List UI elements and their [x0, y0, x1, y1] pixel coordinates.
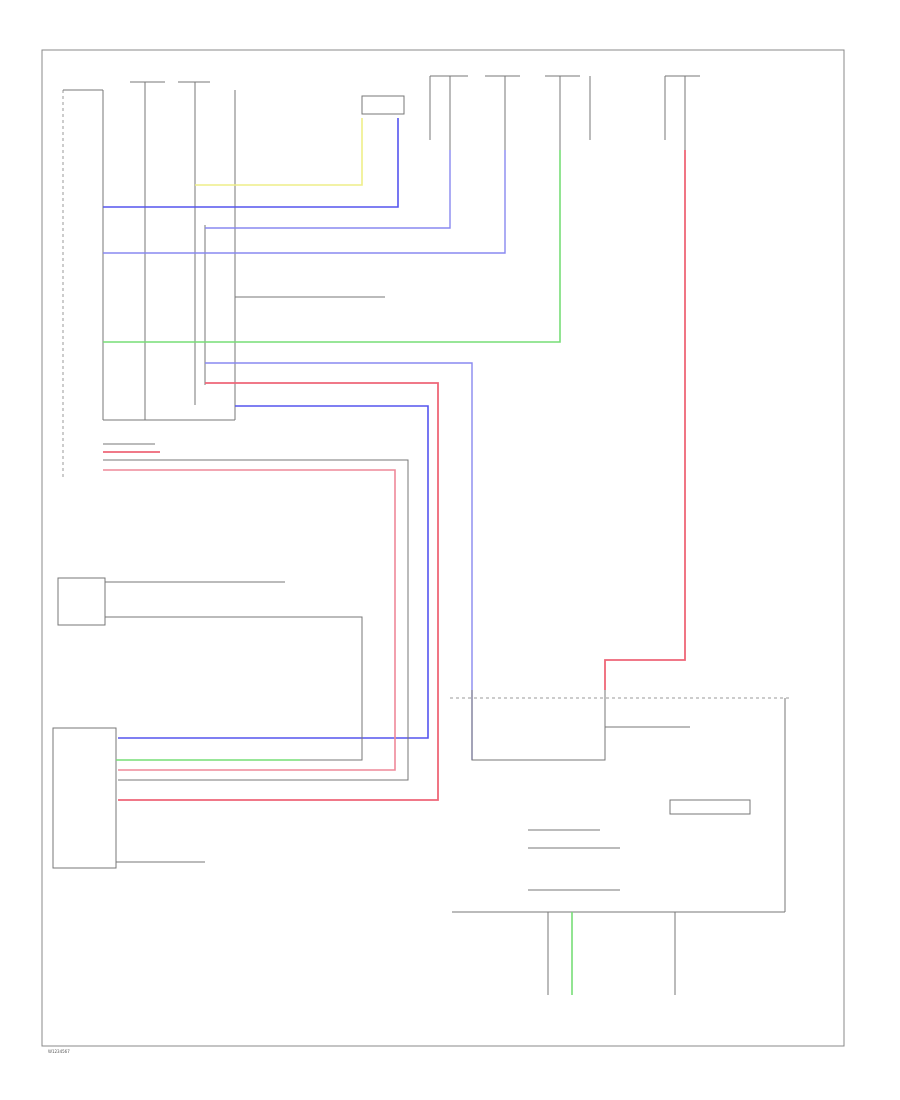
diagram-frame	[41, 49, 845, 1047]
tire-pressure-receiver	[57, 577, 363, 761]
fuse-headers	[130, 75, 700, 150]
footer-code: W1234567	[48, 1049, 70, 1054]
instrument-ecu-block	[62, 82, 236, 480]
combination-meter-module	[450, 690, 790, 995]
ecu-wires	[103, 118, 561, 801]
red-power-wire	[604, 150, 686, 690]
tire-pressure-ecu	[52, 727, 300, 869]
